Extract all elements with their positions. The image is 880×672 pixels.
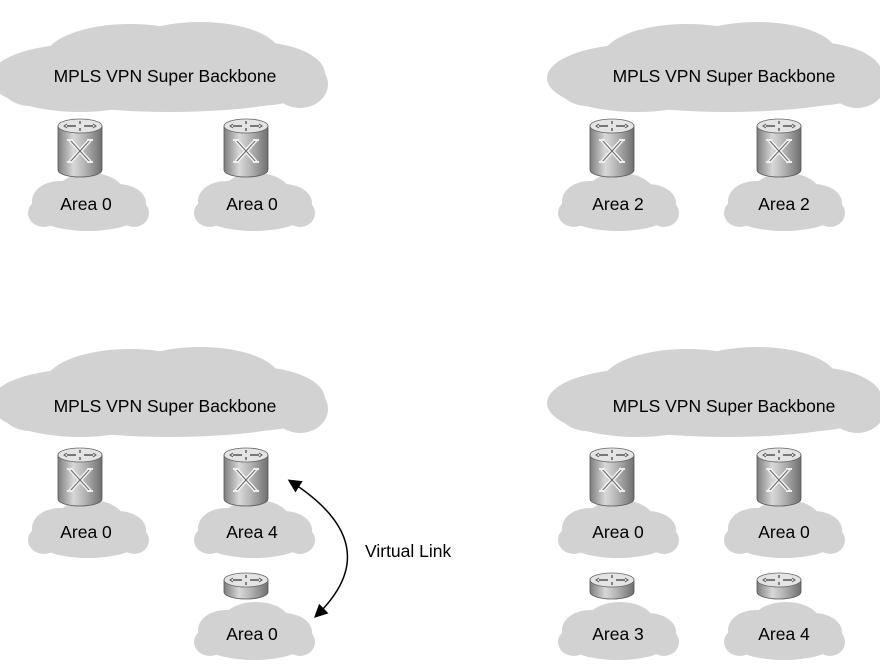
pe-router-icon xyxy=(588,446,636,508)
area-label: Area 0 xyxy=(758,522,810,542)
pe-router-icon xyxy=(588,117,636,179)
area-label: Area 0 xyxy=(592,522,644,542)
area-label: Area 3 xyxy=(592,624,644,644)
panel-1: MPLS VPN Super Backbone Area 0 Area 0 xyxy=(0,22,328,231)
panel-4: MPLS VPN Super Backbone Area 0 Area 0 Ar… xyxy=(547,347,880,660)
pe-router-icon xyxy=(755,446,803,508)
virtual-link-arrow xyxy=(287,479,349,618)
pe-router-icon xyxy=(56,446,104,508)
backbone-label: MPLS VPN Super Backbone xyxy=(613,66,836,86)
pe-router-icon xyxy=(56,117,104,179)
area-label: Area 0 xyxy=(226,624,278,644)
ce-router-icon xyxy=(756,572,802,600)
pe-router-icon xyxy=(222,446,270,508)
ce-router-icon xyxy=(589,572,635,600)
area-label: Area 2 xyxy=(592,194,644,214)
panel-2: MPLS VPN Super Backbone Area 2 Area 2 xyxy=(547,22,880,231)
area-label: Area 4 xyxy=(226,522,278,542)
backbone-cloud-icon xyxy=(547,347,880,437)
pe-router-icon xyxy=(222,117,270,179)
pe-router-icon xyxy=(755,117,803,179)
backbone-label: MPLS VPN Super Backbone xyxy=(54,396,277,416)
backbone-label: MPLS VPN Super Backbone xyxy=(54,66,277,86)
panel-3: MPLS VPN Super Backbone Area 0 Area 4 Ar… xyxy=(0,347,452,660)
area-label: Area 0 xyxy=(60,194,112,214)
area-label: Area 4 xyxy=(758,624,810,644)
ce-router-icon xyxy=(223,572,269,600)
backbone-cloud-icon xyxy=(0,347,328,437)
backbone-label: MPLS VPN Super Backbone xyxy=(613,396,836,416)
area-label: Area 0 xyxy=(60,522,112,542)
virtual-link-label: Virtual Link xyxy=(365,541,452,561)
area-label: Area 2 xyxy=(758,194,810,214)
area-label: Area 0 xyxy=(226,194,278,214)
